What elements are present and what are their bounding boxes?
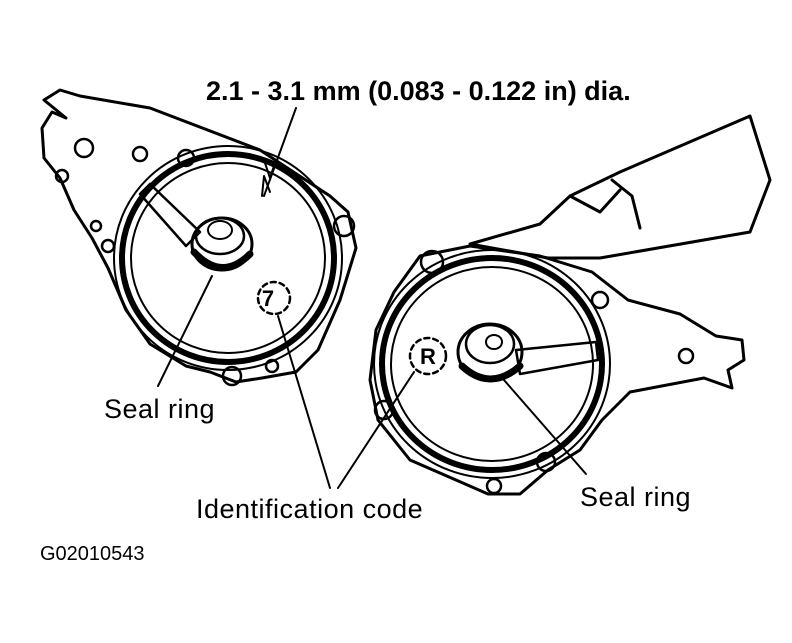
left-cover-housing xyxy=(40,88,358,384)
right-cover-code-mark: R xyxy=(420,344,436,369)
left-cover-code-mark: 7 xyxy=(262,286,274,311)
seal-ring-label-right: Seal ring xyxy=(580,482,691,512)
identification-code-label: Identification code xyxy=(196,494,423,524)
right-cover xyxy=(368,114,772,496)
sealant-tube xyxy=(468,114,772,260)
right-seal-ring xyxy=(456,322,524,383)
left-cover-bolt-holes xyxy=(54,137,356,387)
figure-code: G02010543 xyxy=(40,543,145,565)
right-cover-impeller-arm xyxy=(514,340,600,376)
right-cover-housing xyxy=(368,244,746,496)
left-seal-ring xyxy=(190,216,254,272)
dimension-label: 2.1 - 3.1 mm (0.083 - 0.122 in) dia. xyxy=(206,76,631,106)
leader-lines xyxy=(157,107,587,489)
left-cover xyxy=(40,88,358,387)
left-cover-gasket xyxy=(119,151,337,365)
right-id-code-circle xyxy=(408,336,448,376)
right-cover-gasket xyxy=(379,255,605,473)
left-cover-impeller-arm xyxy=(138,182,202,248)
left-id-code-circle xyxy=(256,280,292,316)
seal-ring-label-left: Seal ring xyxy=(104,394,215,424)
